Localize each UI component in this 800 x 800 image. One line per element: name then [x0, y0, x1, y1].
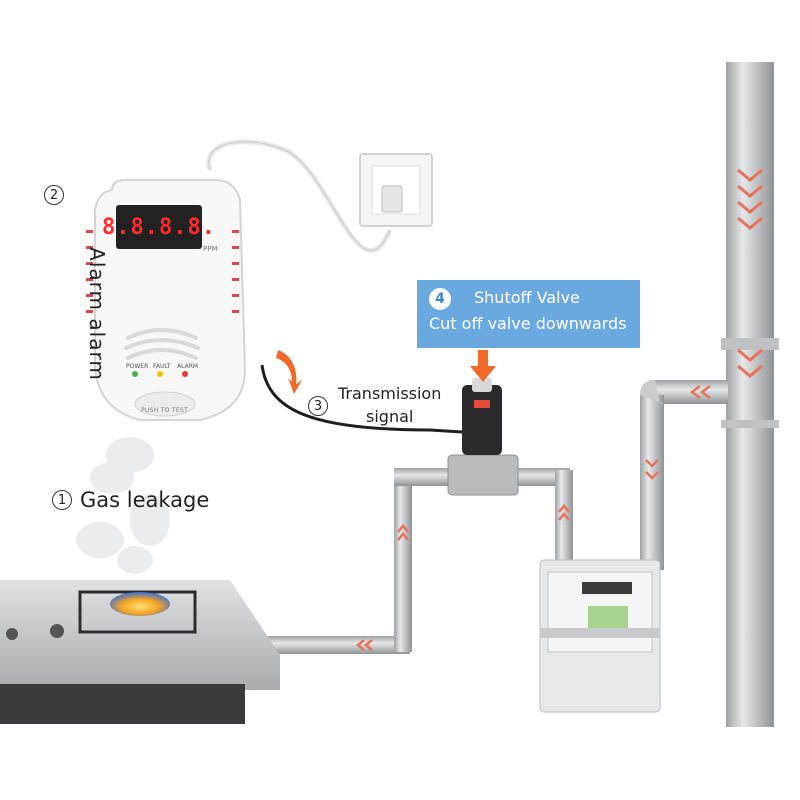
- step-4-number: 4: [429, 288, 451, 310]
- power-outlet: [359, 153, 433, 227]
- down-arrow-icon: [470, 350, 496, 382]
- step-1-number: 1: [52, 490, 72, 510]
- fault-led-label: FAULT: [153, 363, 171, 370]
- gas-detector: [86, 179, 247, 421]
- supply-pipe: [250, 468, 573, 654]
- step-2-label: Alarm alarm: [85, 247, 109, 381]
- push-to-test-button[interactable]: PUSH TO TEST: [141, 407, 189, 414]
- step-3-label-line2: signal: [366, 407, 414, 426]
- step-4-subtitle: Cut off valve downwards: [429, 314, 627, 333]
- gas-meter: [539, 559, 661, 713]
- ppm-unit-label: PPM: [203, 245, 218, 253]
- shutoff-valve: [447, 350, 519, 496]
- step-3-number: 3: [308, 396, 328, 416]
- step-1-label: Gas leakage: [80, 488, 210, 512]
- step-1-annotation: 1 Gas leakage: [52, 488, 209, 512]
- detector-display: 8.8.8.8.: [102, 214, 216, 240]
- signal-arrow-icon: [276, 350, 302, 394]
- alarm-led-label: ALARM: [177, 363, 199, 370]
- power-cord-outline: [208, 141, 391, 251]
- signal-cable: [260, 364, 463, 434]
- main-gas-pipe: [721, 62, 779, 727]
- branch-pipe: [640, 380, 728, 570]
- shutoff-valve-callout: 4 Shutoff Valve Cut off valve downwards: [417, 280, 640, 348]
- step-3-label-line1: Transmission: [338, 384, 442, 403]
- kitchen-stove: [0, 580, 280, 724]
- step-2-number: 2: [44, 185, 64, 205]
- power-led-label: POWER: [126, 363, 149, 370]
- step-4-title: Shutoff Valve: [474, 288, 580, 307]
- gas-smoke: [76, 437, 170, 574]
